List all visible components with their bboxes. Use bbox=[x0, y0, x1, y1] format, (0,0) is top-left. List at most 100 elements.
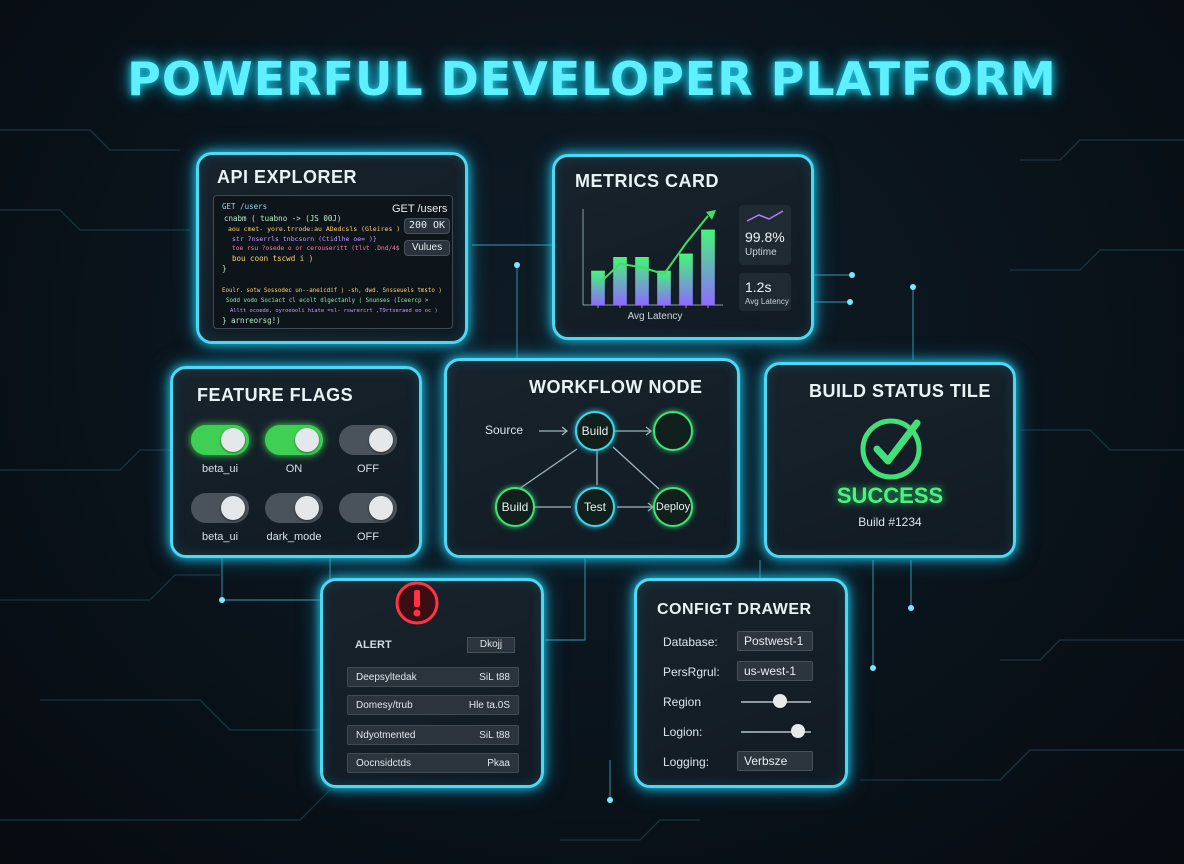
config-drawer-card: CONFIGT DRAWER Database: Postwest-1 Pers… bbox=[634, 578, 848, 788]
region-slider-knob[interactable] bbox=[772, 694, 787, 708]
alert-row-name: Domesy/trub bbox=[356, 700, 413, 711]
workflow-card: WORKFLOW NODE Source Build Build Test De… bbox=[444, 358, 740, 558]
toggle-label: ON bbox=[285, 463, 303, 475]
chart-bar bbox=[679, 253, 693, 305]
alert-row[interactable]: Deepsyltedak SiL t88 bbox=[347, 667, 519, 687]
config-label: Region bbox=[663, 695, 702, 709]
api-explorer-title: API EXPLORER bbox=[217, 167, 358, 187]
request-label: GET /users bbox=[222, 202, 268, 211]
latency-label: Avg Latency bbox=[745, 297, 789, 306]
source-label: Source bbox=[485, 423, 524, 437]
logging-field[interactable]: Verbsze bbox=[737, 751, 813, 771]
chart-bar bbox=[591, 270, 605, 305]
toggle-knob bbox=[369, 428, 393, 452]
logion-slider[interactable] bbox=[741, 731, 811, 733]
code-line: Sodd vodo Sociact cl ecolt dlgectanly ( … bbox=[226, 298, 429, 304]
toggle-off[interactable] bbox=[339, 425, 397, 455]
config-drawer-title: CONFIGT DRAWER bbox=[657, 601, 812, 618]
values-button[interactable]: Vulues bbox=[404, 240, 450, 256]
chart-bar bbox=[613, 257, 627, 305]
toggle-beta-ui[interactable] bbox=[191, 425, 249, 455]
uptime-label: Uptime bbox=[745, 247, 777, 258]
sparkline-icon bbox=[746, 210, 784, 222]
chart-trend-line bbox=[597, 215, 709, 286]
chart-bar bbox=[635, 257, 649, 305]
alert-icon bbox=[395, 581, 439, 625]
node-empty[interactable] bbox=[653, 411, 693, 451]
chart-bar bbox=[657, 270, 671, 305]
config-label: Database: bbox=[663, 635, 718, 649]
chart-bar bbox=[701, 229, 715, 305]
chart-caption: Avg Latency bbox=[628, 311, 683, 321]
toggle-dark-mode[interactable] bbox=[265, 493, 323, 523]
toggle-knob bbox=[221, 428, 245, 452]
page-title: POWERFUL DEVELOPER PLATFORM bbox=[127, 52, 1057, 106]
code-editor[interactable]: GET /users cnabm ( tuabno -> (JS 00J) ao… bbox=[213, 195, 453, 329]
uptime-value: 99.8% bbox=[745, 229, 785, 245]
toggle-beta-ui-2[interactable] bbox=[191, 493, 249, 523]
build-status-card: BUILD STATUS TILE SUCCESS Build #1234 bbox=[764, 362, 1016, 558]
alert-row-value: Hle ta.0S bbox=[468, 700, 510, 711]
api-explorer-card: API EXPLORER GET /users cnabm ( tuabno -… bbox=[196, 152, 468, 344]
code-line: str 7nserrls tnbcsorn (Ctidlhe oe= )} bbox=[232, 235, 377, 243]
uptime-stat: 99.8% Uptime bbox=[739, 205, 791, 265]
checkmark-icon bbox=[860, 418, 922, 480]
alert-row-name: Ndyotmented bbox=[356, 730, 416, 741]
code-line: Eoulr. sotw Sossodec un--aneicdif ) -sh,… bbox=[222, 288, 442, 294]
database-field[interactable]: Postwest-1 bbox=[737, 631, 813, 651]
config-label: PersRgrul: bbox=[663, 665, 720, 679]
alert-badge: Dkojj bbox=[467, 637, 515, 653]
node-build[interactable]: Build bbox=[495, 487, 535, 527]
method-label: GET /users bbox=[392, 203, 448, 215]
metrics-chart: Avg Latency bbox=[582, 209, 723, 321]
workflow-edges bbox=[518, 426, 660, 512]
latency-stat: 1.2s Avg Latency bbox=[739, 273, 791, 311]
alert-row-name: Oocnsidctds bbox=[356, 758, 412, 769]
toggle-label: beta_ui bbox=[201, 463, 239, 475]
config-label: Logion: bbox=[663, 725, 703, 739]
code-line: cnabm ( tuabno -> (JS 00J) bbox=[224, 214, 342, 223]
chart-trend-arrow bbox=[706, 209, 716, 220]
alert-title: ALERT bbox=[355, 639, 392, 651]
code-line: bou coon tscwd i ) bbox=[232, 254, 314, 263]
toggle-knob bbox=[369, 496, 393, 520]
feature-flags-card: FEATURE FLAGS beta_ui ON OFF beta_ui dar… bbox=[170, 366, 422, 558]
config-label: Logging: bbox=[663, 755, 710, 769]
alert-row[interactable]: Ndyotmented SiL t88 bbox=[347, 725, 519, 745]
toggle-knob bbox=[221, 496, 245, 520]
status-badge: 200 OK bbox=[404, 218, 450, 234]
alert-row-value: SiL t88 bbox=[479, 672, 510, 683]
code-line: } arnreorsg!) bbox=[222, 316, 281, 325]
alert-row-value: Pkaa bbox=[487, 758, 510, 769]
alert-row-value: SiL t88 bbox=[479, 730, 510, 741]
metrics-card-title: METRICS CARD bbox=[575, 171, 719, 191]
toggle-label: dark_mode bbox=[266, 531, 322, 543]
code-line: Alltt ocoede, oyroeooli hiate =sl- rswre… bbox=[230, 308, 438, 314]
toggle-off-2[interactable] bbox=[339, 493, 397, 523]
toggle-knob bbox=[295, 428, 319, 452]
node-build-top[interactable]: Build bbox=[575, 411, 615, 451]
toggle-label: OFF bbox=[357, 531, 379, 543]
toggle-label: beta_ui bbox=[201, 531, 239, 543]
alert-row-name: Deepsyltedak bbox=[356, 672, 417, 683]
code-line: toe rsu ?osede o or cerouseritt (tlvt .D… bbox=[232, 245, 408, 252]
toggle-on[interactable] bbox=[265, 425, 323, 455]
latency-value: 1.2s bbox=[745, 279, 772, 295]
alert-row[interactable]: Domesy/trub Hle ta.0S bbox=[347, 695, 519, 715]
build-status-text: SUCCESS bbox=[836, 483, 944, 508]
toggle-label: OFF bbox=[357, 463, 379, 475]
alert-row[interactable]: Oocnsidctds Pkaa bbox=[347, 753, 519, 773]
toggle-knob bbox=[295, 496, 319, 520]
logion-slider-knob[interactable] bbox=[791, 724, 806, 738]
workflow-title: WORKFLOW NODE bbox=[529, 377, 703, 397]
code-line: aou cmet- yore.trrode:au ADedcsls (Gleir… bbox=[228, 225, 401, 233]
node-test[interactable]: Test bbox=[575, 487, 615, 527]
code-line: } bbox=[222, 264, 227, 273]
metrics-card: METRICS CARD Avg Latency 99.8% Uptime 1.… bbox=[552, 154, 814, 340]
build-number: Build #1234 bbox=[858, 515, 922, 529]
feature-flags-title: FEATURE FLAGS bbox=[197, 385, 354, 405]
node-deploy[interactable]: Deploy bbox=[653, 487, 693, 527]
region-field[interactable]: us-west-1 bbox=[737, 661, 813, 681]
